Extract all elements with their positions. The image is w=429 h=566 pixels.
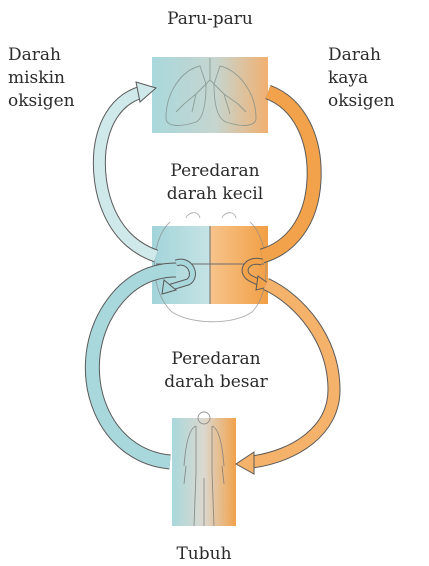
body-title: Tubuh [150, 543, 258, 566]
oxygenated-label-line-3: oksigen [328, 90, 395, 113]
deoxygenated-label-line-2: miskin [8, 67, 75, 90]
oxygenated-label: Darah kaya oksigen [328, 44, 395, 113]
pulmonary-circulation-line-2: darah kecil [140, 183, 290, 206]
oxygenated-label-line-2: kaya [328, 67, 395, 90]
deoxygenated-label-line-3: oksigen [8, 90, 75, 113]
lungs-title: Paru-paru [150, 8, 270, 31]
body-panel [172, 412, 236, 526]
systemic-circulation-label: Peredaran darah besar [136, 348, 296, 394]
deoxygenated-label-line-1: Darah [8, 44, 75, 67]
pulmonary-circulation-label: Peredaran darah kecil [140, 160, 290, 206]
oxygenated-label-line-1: Darah [328, 44, 395, 67]
systemic-circulation-line-2: darah besar [136, 371, 296, 394]
deoxygenated-label: Darah miskin oksigen [8, 44, 75, 113]
pulmonary-circulation-line-1: Peredaran [140, 160, 290, 183]
lungs-panel [152, 57, 268, 133]
systemic-circulation-line-1: Peredaran [136, 348, 296, 371]
